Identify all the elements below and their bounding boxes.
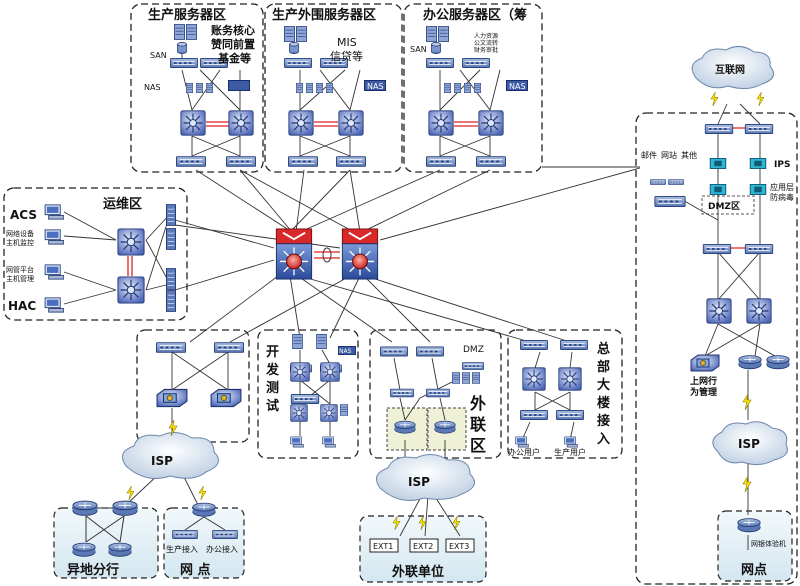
branch-top-devices (156, 342, 244, 408)
outlet-left-devices (172, 502, 238, 539)
hq-access-zone-title: 总 部 大 楼 接 入 (597, 341, 610, 447)
office-nas-label: NAS (509, 82, 526, 91)
branch-devices (72, 500, 138, 557)
isp-center-label: ISP (408, 475, 430, 489)
ops-zone (3, 187, 188, 321)
ext-link-char-1: 外 (469, 394, 486, 413)
prod-server-zone (130, 3, 264, 173)
antivirus-line2: 防病毒 (770, 192, 794, 202)
acs-label: ACS (10, 208, 37, 222)
hac-label: HAC (8, 299, 36, 313)
periph-nas-label: NAS (367, 82, 384, 91)
office-san-label: SAN (410, 45, 427, 54)
office-app-line3: 财务审批 (474, 46, 498, 54)
ext-link-inner-left (386, 407, 428, 451)
dev-test-char-3: 测 (266, 380, 279, 396)
hq-char-4: 楼 (597, 395, 610, 411)
ext3-label: EXT3 (449, 542, 469, 551)
other-label: 其他 (681, 150, 697, 160)
outlet-left-title: 网 点 (180, 562, 211, 578)
hq-access-zone (507, 329, 623, 459)
dev-test-char-2: 发 (265, 362, 280, 378)
prod-server-zone-title: 生产服务器区 (148, 7, 226, 23)
ext-unit-title: 外联单位 (391, 564, 444, 580)
internet-label: 互联网 (715, 63, 745, 76)
net-mgmt-line2: 主机管理 (6, 274, 34, 283)
ext-link-char-2: 联 (470, 415, 486, 434)
office-app-line1: 人力资源 (474, 32, 498, 40)
hq-char-5: 接 (597, 413, 610, 429)
behavior-mgmt-line1: 上网行 (690, 375, 717, 387)
prod-app-line3: 基金等 (217, 51, 251, 65)
isp-cloud-center (375, 454, 475, 501)
hq-char-1: 总 (597, 341, 610, 357)
net-monitor-line2: 主机监控 (6, 238, 34, 247)
dmz-zone-label: DMZ区 (708, 201, 740, 212)
prod-user-label: 生产用户 (554, 447, 586, 457)
isp-cloud-right (712, 421, 788, 466)
prod-periph-zone-title: 生产外围服务器区 (272, 7, 376, 23)
internet-cloud (691, 46, 775, 90)
diagram-labels: 生产服务器区 生产外围服务器区 办公服务器区（筹 SAN SAN SAN NAS… (6, 7, 794, 580)
isp-left-label: ISP (151, 454, 173, 468)
dev-test-zone-title: 开 发 测 试 (265, 345, 280, 414)
website-label: 网站 (661, 150, 677, 160)
mis-line2: 信贷等 (330, 49, 363, 63)
ext-link-zone-title: 外 联 区 (469, 394, 486, 455)
core-ha-marker (322, 247, 332, 263)
dmz-label: DMZ (463, 345, 484, 355)
dev-test-char-1: 开 (266, 345, 279, 360)
antivirus-line1: 应用层 (770, 182, 794, 192)
network-links (63, 50, 776, 550)
outlet-pc-label: 网银体验机 (751, 539, 786, 548)
core-switch-right (341, 228, 379, 280)
net-monitor-line1: 网络设备 (6, 229, 34, 238)
isp-right-label: ISP (738, 437, 760, 451)
prod-periph-zone (264, 3, 403, 173)
mis-line1: MIS (337, 36, 357, 49)
ips-label: IPS (774, 160, 790, 170)
prod-app-line1: 账务核心 (211, 23, 255, 37)
ext1-label: EXT1 (373, 542, 393, 551)
internet-zone (635, 112, 798, 585)
office-user-label: 办公用户 (508, 447, 540, 457)
office-access-label: 办公接入 (206, 544, 238, 554)
office-server-zone (403, 3, 543, 173)
core-switch-left (275, 228, 313, 280)
office-app-line2: 公文流转 (474, 39, 498, 47)
hq-char-3: 大 (597, 377, 610, 393)
dmz-inner-box (701, 195, 755, 215)
hq-char-2: 部 (597, 359, 610, 375)
net-mgmt-line1: 网管平台 (6, 265, 34, 274)
behavior-mgmt-line2: 为管理 (690, 386, 717, 398)
isp-cloud-left (121, 432, 219, 479)
prod-access-label: 生产接入 (166, 544, 198, 554)
dev-test-char-4: 试 (266, 398, 279, 414)
mail-label: 邮件 (641, 150, 657, 160)
prod-nas-label: NAS (144, 83, 161, 92)
internet-devices (650, 124, 790, 533)
ops-zone-title: 运维区 (103, 196, 142, 212)
prod-app-line2: 赞同前置 (210, 37, 255, 51)
prod-san-label: SAN (150, 51, 167, 60)
outlet-right-zone (717, 510, 793, 582)
office-server-zone-title: 办公服务器区（筹 (423, 7, 527, 23)
branch-zone-title: 异地分行 (67, 562, 119, 578)
ext-unit-boxes (369, 538, 475, 553)
ext-link-char-3: 区 (470, 436, 486, 455)
outlet-right-title: 网点 (741, 562, 767, 578)
ext2-label: EXT2 (413, 542, 433, 551)
hq-char-6: 入 (597, 432, 610, 447)
dev-nas-label: NAS (339, 348, 352, 355)
